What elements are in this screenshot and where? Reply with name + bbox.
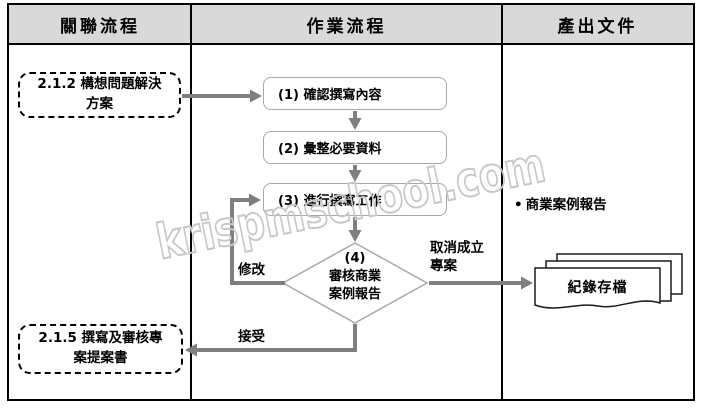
output-item-label: 商業案例報告 <box>525 197 607 213</box>
archive-label: 紀錄存檔 <box>567 280 628 296</box>
bullet-icon: • <box>514 197 523 213</box>
node-215-line1: 2.1.5 撰寫及審核專 <box>38 330 163 347</box>
step-2-label: (2) 彙整必要資料 <box>278 142 382 157</box>
accept-label: 接受 <box>238 329 265 345</box>
node-215-line2: 案提案書 <box>73 350 128 366</box>
step-3-box: (3) 進行撰寫工作 <box>263 183 447 216</box>
cancel-label-line2: 專案 <box>430 258 457 275</box>
step-1-box: (1) 確認撰寫內容 <box>263 77 447 110</box>
decision-line2: 審核商業 <box>328 269 381 284</box>
step-2-box: (2) 彙整必要資料 <box>263 131 447 164</box>
cancel-label-line1: 取消成立 <box>430 240 484 256</box>
modify-label: 修改 <box>238 262 265 278</box>
step-1-label: (1) 確認撰寫內容 <box>278 88 382 103</box>
header-col-output: 產出文件 <box>557 16 638 37</box>
column-divider-1 <box>190 5 192 401</box>
node-212-line2: 方案 <box>86 96 113 112</box>
decision-label: (4) 審核商業 案例報告 <box>303 250 407 304</box>
header-col-process: 作業流程 <box>306 16 387 37</box>
column-divider-2 <box>501 5 503 401</box>
node-212: 2.1.2 構想問題解決 方案 <box>18 72 181 118</box>
decision-line3: 案例報告 <box>328 287 381 302</box>
node-212-line1: 2.1.2 構想問題解決 <box>37 76 162 93</box>
cancel-label: 取消成立 專案 <box>430 239 484 275</box>
decision-line1: (4) <box>344 251 366 266</box>
table-header-row: 關聯流程 作業流程 產出文件 <box>9 5 693 45</box>
node-215: 2.1.5 撰寫及審核專 案提案書 <box>18 324 183 374</box>
step-3-label: (3) 進行撰寫工作 <box>278 194 382 209</box>
output-bullet-item: •商業案例報告 <box>514 193 607 213</box>
header-col-related: 關聯流程 <box>60 16 140 37</box>
